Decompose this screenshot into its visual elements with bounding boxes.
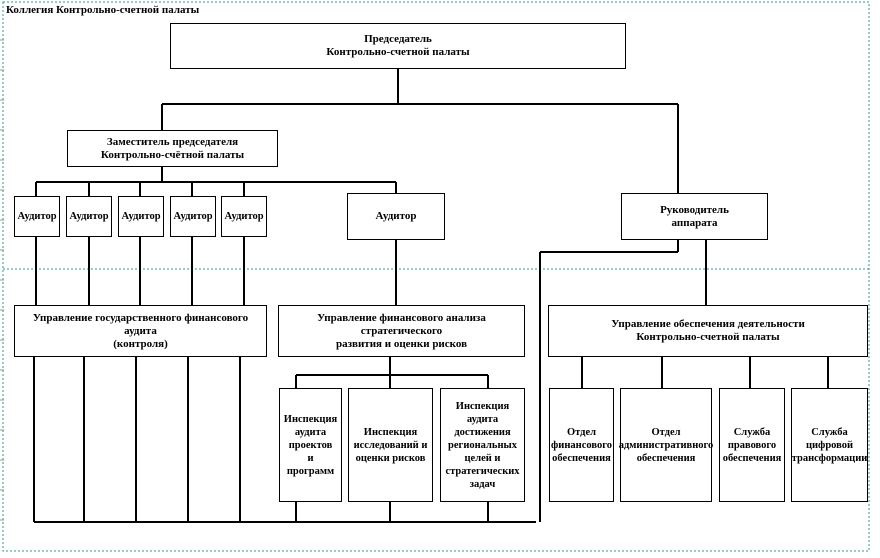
auditor-box-3: Аудитор xyxy=(118,196,164,237)
auditor-label: Аудитор xyxy=(224,211,264,222)
service-legal-box: Служба правового обеспечения xyxy=(719,388,785,502)
deputy-box: Заместитель председателя Контрольно-счёт… xyxy=(67,130,278,167)
auditor-box-4: Аудитор xyxy=(170,196,216,237)
chairman-box: Председатель Контрольно-счетной палаты xyxy=(170,23,626,69)
chairman-label: Председатель Контрольно-счетной палаты xyxy=(326,33,470,58)
auditor-label: Аудитор xyxy=(69,211,109,222)
auditor-box-2: Аудитор xyxy=(66,196,112,237)
auditor-label: Аудитор xyxy=(173,211,213,222)
connectors xyxy=(33,69,829,523)
service-digital-label: Служба цифровой трансформации xyxy=(791,426,868,464)
dept-fin-audit-label: Управление государственного финансового … xyxy=(32,311,249,350)
deputy-label: Заместитель председателя Контрольно-счёт… xyxy=(100,135,245,161)
collegium-frame xyxy=(2,1,870,552)
inspection-regional-box: Инспекция аудита достижения региональных… xyxy=(440,388,525,502)
division-finance-box: Отдел финансового обеспечения xyxy=(549,388,614,502)
inspection-projects-box: Инспекция аудита проектов и программ xyxy=(279,388,342,502)
division-finance-label: Отдел финансового обеспечения xyxy=(551,426,612,464)
inspection-projects-label: Инспекция аудита проектов и программ xyxy=(283,413,338,477)
dept-support-label: Управление обеспечения деятельности Конт… xyxy=(611,318,805,343)
head-of-staff-label: Руководитель аппарата xyxy=(660,203,729,229)
auditor-box-6: Аудитор xyxy=(347,193,445,240)
dept-fin-analysis-box: Управление финансового анализа стратегич… xyxy=(278,305,525,357)
division-admin-box: Отдел административного обеспечения xyxy=(618,388,714,502)
collegium-caption: Коллегия Контрольно-счетной палаты xyxy=(6,4,200,16)
auditor-label: Аудитор xyxy=(17,211,57,222)
auditor-label: Аудитор xyxy=(121,211,161,222)
dept-fin-audit-box: Управление государственного финансового … xyxy=(14,305,267,357)
auditor-label: Аудитор xyxy=(375,210,417,222)
auditor-box-5: Аудитор xyxy=(221,196,267,237)
inspection-regional-label: Инспекция аудита достижения региональных… xyxy=(445,400,520,490)
head-of-staff-box: Руководитель аппарата xyxy=(621,193,768,240)
auditor-box-1: Аудитор xyxy=(14,196,60,237)
dept-fin-analysis-label: Управление финансового анализа стратегич… xyxy=(317,311,486,350)
inspection-research-label: Инспекция исследований и оценки рисков xyxy=(353,426,428,464)
division-admin-label: Отдел административного обеспечения xyxy=(618,426,714,464)
service-digital-box: Служба цифровой трансформации xyxy=(791,388,868,502)
left-ruler-ticks xyxy=(0,39,4,521)
inspection-research-box: Инспекция исследований и оценки рисков xyxy=(348,388,433,502)
service-legal-label: Служба правового обеспечения xyxy=(722,426,782,464)
dept-support-box: Управление обеспечения деятельности Конт… xyxy=(548,305,868,357)
